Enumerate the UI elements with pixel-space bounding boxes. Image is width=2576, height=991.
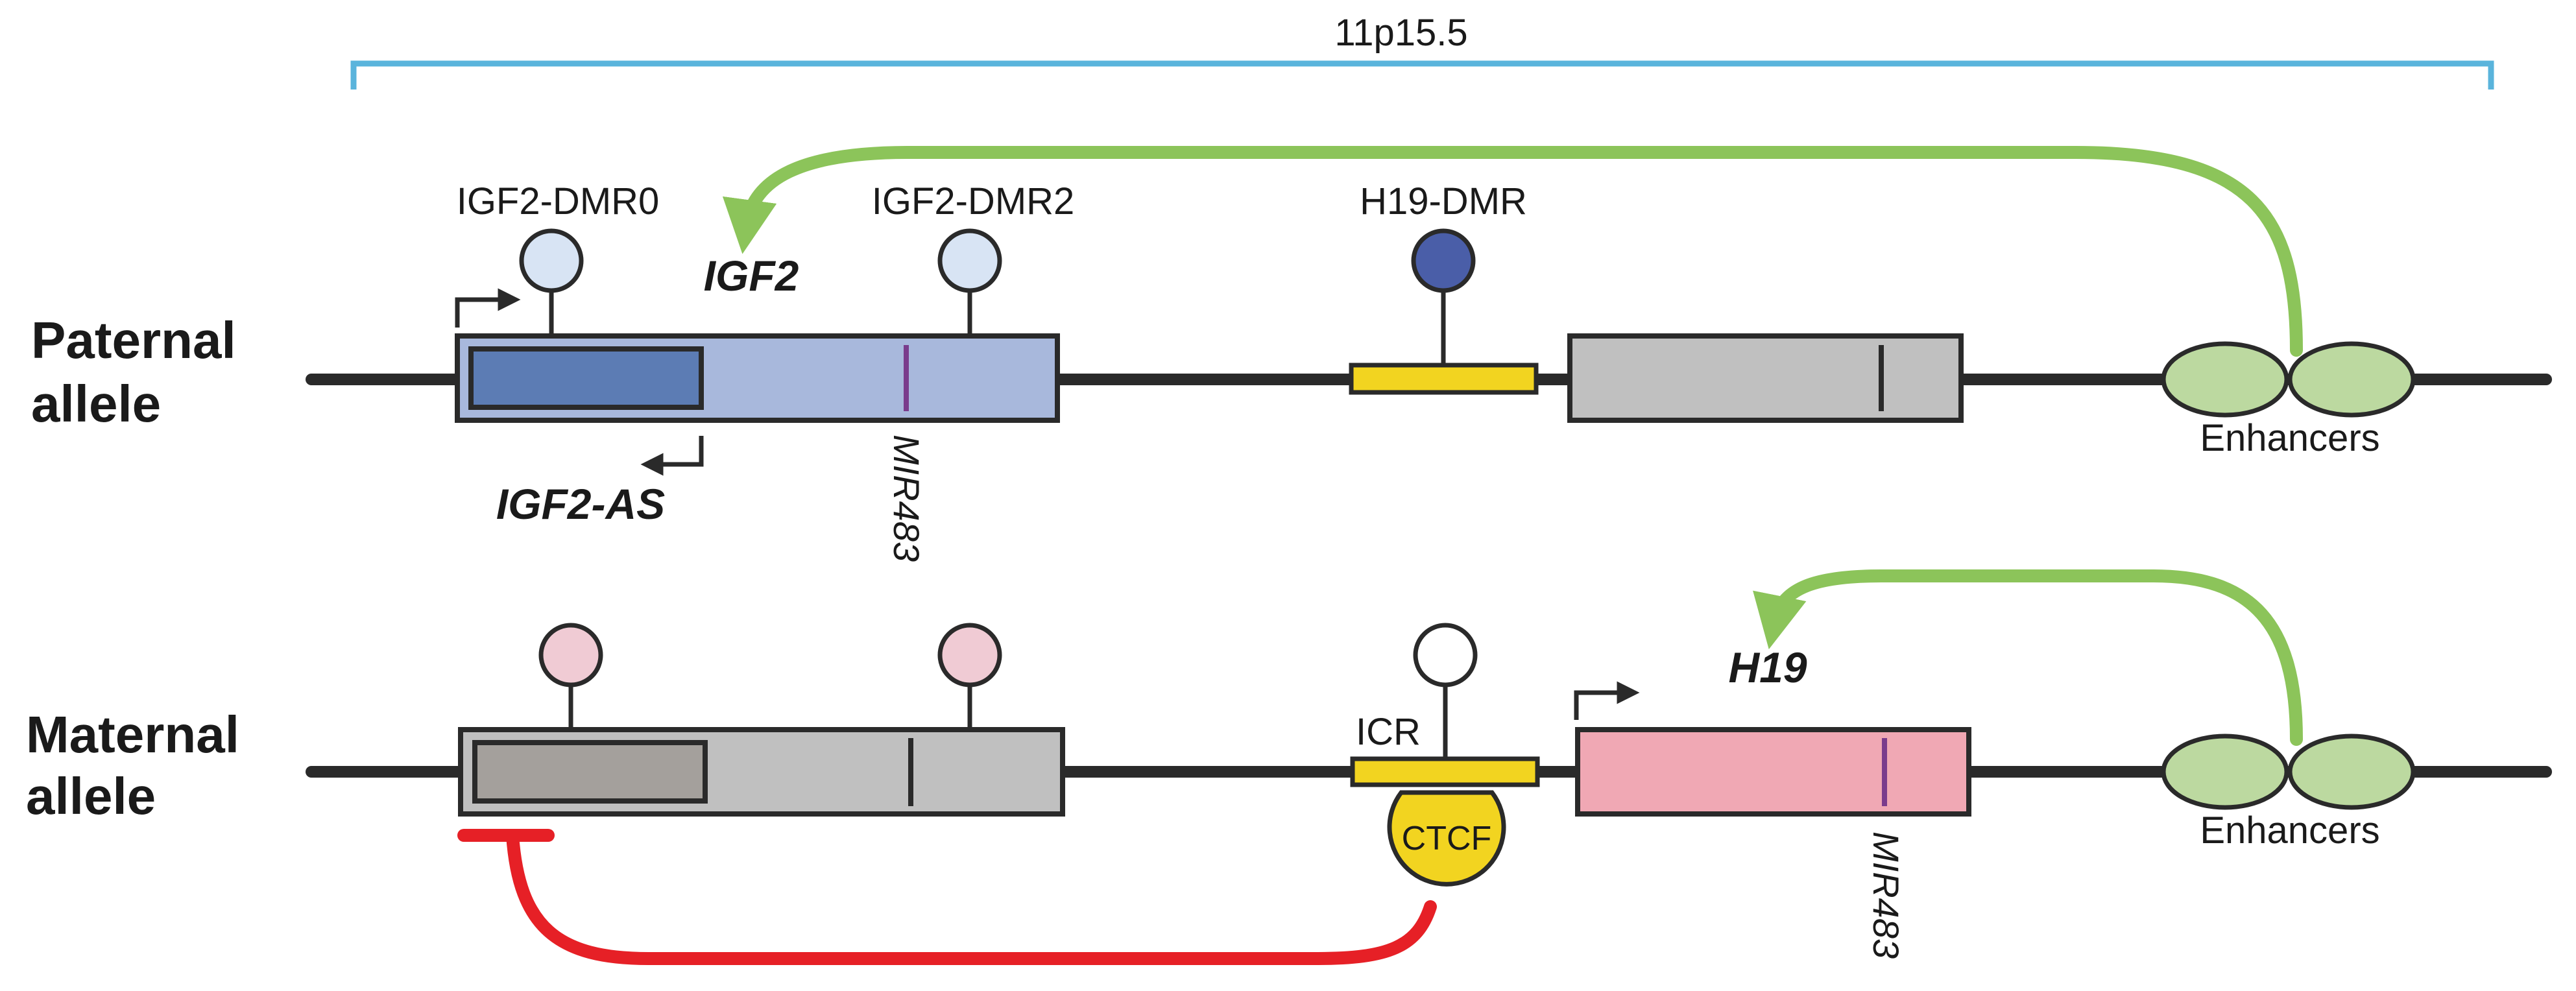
maternal-enhancers-label: Enhancers xyxy=(2200,809,2379,852)
maternal-h19-gene-box xyxy=(1575,727,1971,817)
region-label: 11p15.5 xyxy=(1334,12,1467,54)
ctcf-protein xyxy=(1387,790,1506,887)
maternal-dmr2-lollipop xyxy=(937,623,1002,730)
maternal-igf2-as-box xyxy=(472,740,708,804)
maternal-enhancers xyxy=(2161,734,2416,810)
region-bracket: 11p15.5 xyxy=(350,12,2494,90)
ctcf-insulation-arrow xyxy=(457,829,1437,965)
paternal-allele: Paternal allele IGF2-DMR0 IGF2-DMR2 IGF2… xyxy=(31,146,2552,562)
igf2-as-promoter-arrow xyxy=(640,436,704,476)
igf2-as-box xyxy=(468,346,704,410)
paternal-h19-gene-box xyxy=(1567,333,1964,423)
paternal-enhancer-arrow xyxy=(722,146,2303,357)
igf2-dmr0-lollipop xyxy=(519,228,584,336)
ctcf-label: CTCF xyxy=(1402,820,1492,857)
maternal-mir483-label: MIR483 xyxy=(1866,831,1907,959)
h19-promoter-arrow xyxy=(1574,681,1640,720)
maternal-enhancer-arrow xyxy=(1753,569,2303,746)
paternal-enhancers xyxy=(2161,341,2416,418)
igf2-promoter-arrow xyxy=(455,288,521,328)
h19-dmr-lollipop xyxy=(1411,228,1476,365)
icr-box xyxy=(1350,756,1540,787)
maternal-dmr0-lollipop xyxy=(538,623,603,730)
paternal-h19-dmr-box xyxy=(1349,363,1539,395)
paternal-mir483-label: MIR483 xyxy=(886,435,927,562)
h19-gene-label: H19 xyxy=(1728,643,1807,691)
paternal-allele-label: Paternal allele xyxy=(31,311,250,433)
paternal-enhancers-label: Enhancers xyxy=(2200,417,2379,459)
igf2-dmr2-lollipop xyxy=(937,228,1002,336)
igf2-dmr0-label: IGF2-DMR0 xyxy=(457,180,660,222)
h19-dmr-label: H19-DMR xyxy=(1360,180,1527,222)
maternal-allele: Maternal allele ICR xyxy=(26,569,2552,965)
maternal-allele-label: Maternal allele xyxy=(26,706,254,825)
icr-lollipop xyxy=(1413,623,1478,759)
igf2-gene-label: IGF2 xyxy=(704,252,799,300)
igf2-as-gene-label: IGF2-AS xyxy=(496,480,665,528)
igf2-dmr2-label: IGF2-DMR2 xyxy=(872,180,1075,222)
icr-label: ICR xyxy=(1356,711,1421,753)
